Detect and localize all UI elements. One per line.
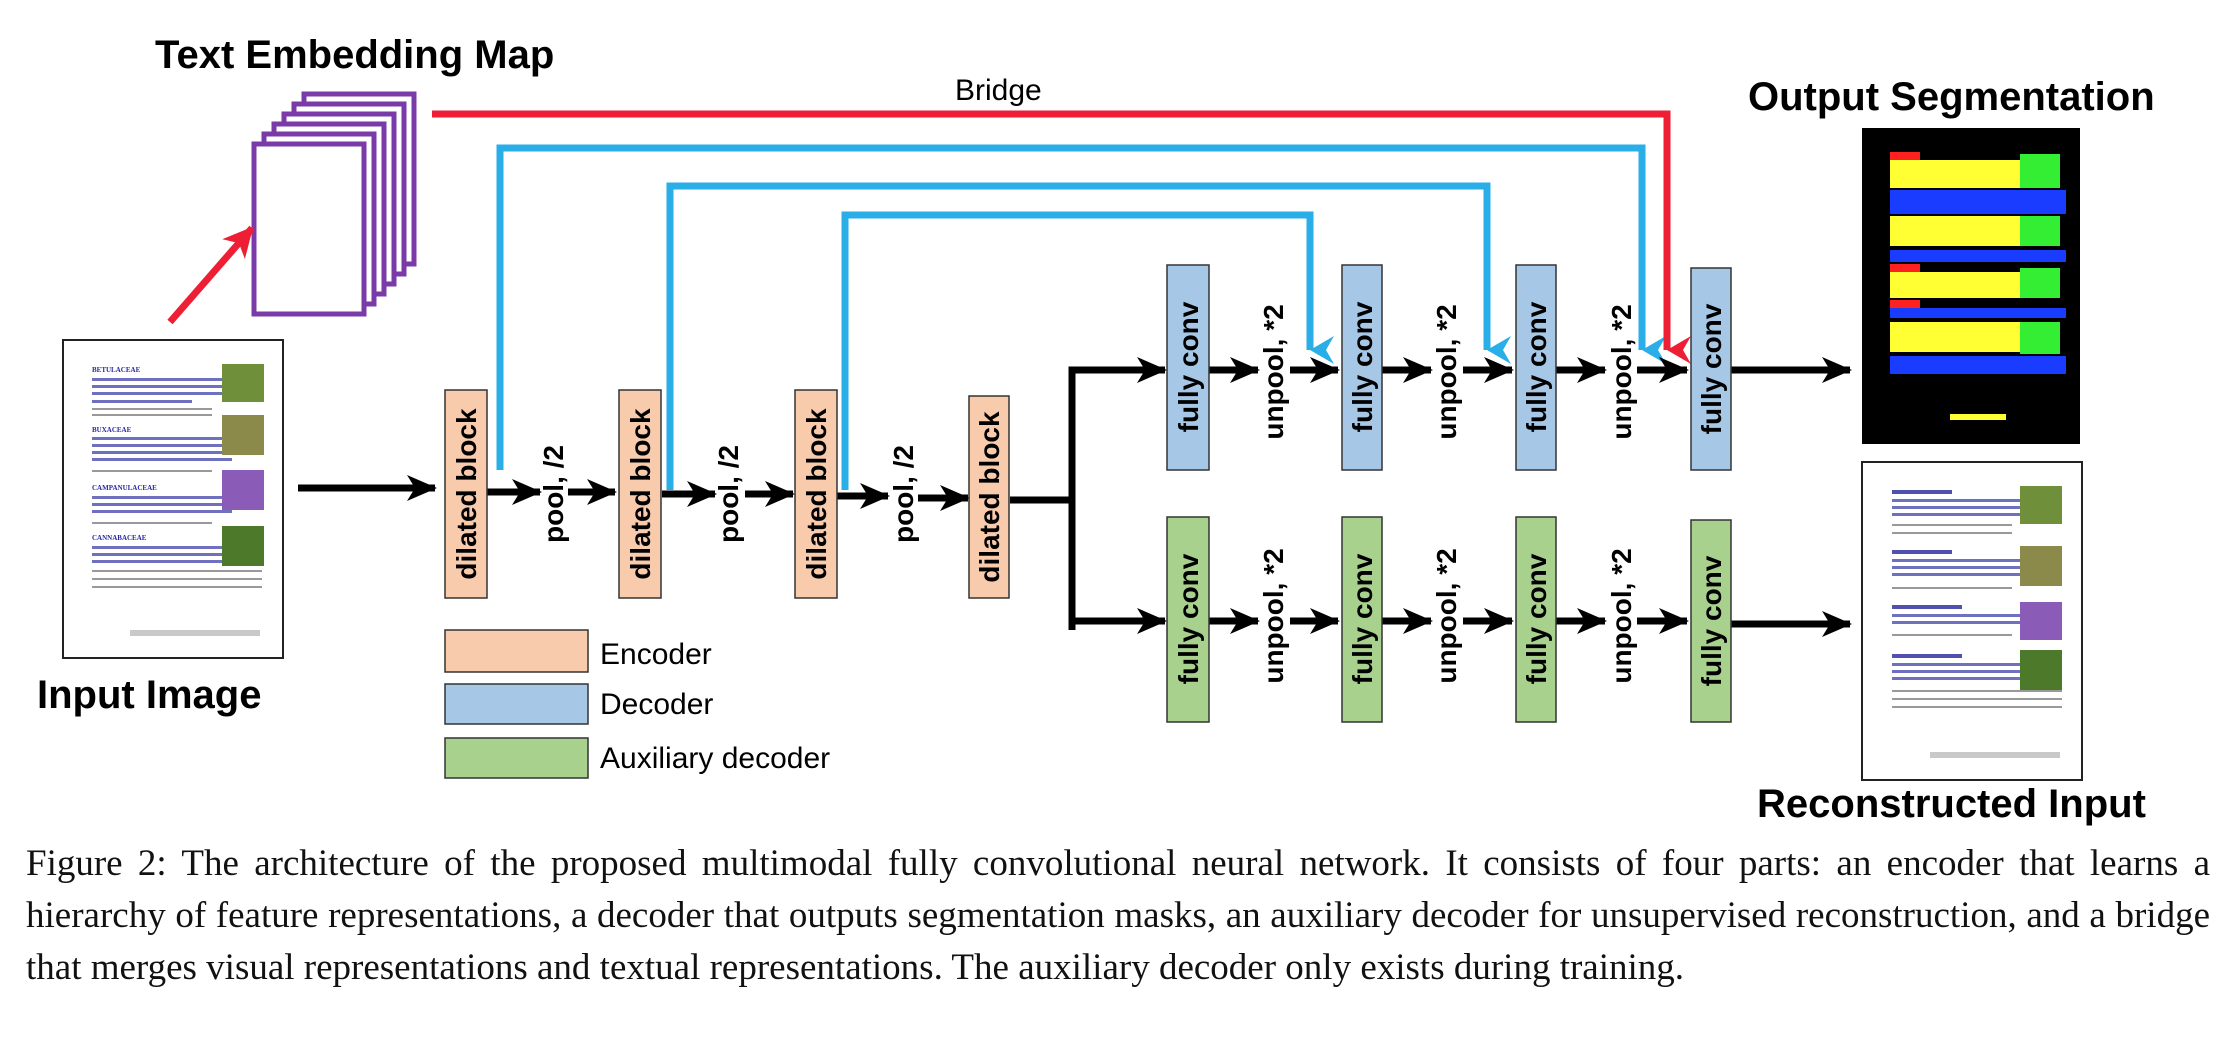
- aux-decoder-block-3: fully conv: [1515, 516, 1557, 723]
- svg-text:BUXACEAE: BUXACEAE: [92, 426, 132, 434]
- legend-item-decoder: Decoder: [444, 683, 713, 725]
- pool-label-1: pool, /2: [538, 445, 569, 543]
- aux-decoder-block-4: fully conv: [1690, 519, 1732, 723]
- bridge-label: Bridge: [955, 74, 1042, 107]
- svg-text:pool, /2: pool, /2: [538, 445, 569, 543]
- embedding-arrow: [167, 225, 255, 325]
- svg-text:fully conv: fully conv: [1521, 553, 1552, 684]
- svg-text:unpool, *2: unpool, *2: [1258, 304, 1289, 439]
- svg-text:Encoder: Encoder: [600, 638, 712, 671]
- text-embedding-stack: [251, 91, 417, 317]
- svg-text:unpool, *2: unpool, *2: [1431, 304, 1462, 439]
- encoder-block-3-label: dilated block: [801, 408, 832, 580]
- aux-unpool-label-1: unpool, *2: [1258, 548, 1289, 683]
- architecture-figure: Text Embedding Map Bridge Output Segment…: [37, 33, 2155, 826]
- pool-label-3: pool, /2: [888, 445, 919, 543]
- legend-item-auxiliary-decoder: Auxiliary decoder: [444, 737, 830, 779]
- svg-text:BETULACEAE: BETULACEAE: [92, 366, 141, 374]
- pool-label-2: pool, /2: [713, 445, 744, 543]
- legend-item-encoder: Encoder: [444, 629, 712, 673]
- decoder-block-1: fully conv: [1166, 264, 1210, 471]
- svg-text:fully conv: fully conv: [1521, 301, 1552, 432]
- encoder-block-1-label: dilated block: [451, 408, 482, 580]
- decoder-block-2: fully conv: [1341, 264, 1383, 471]
- svg-text:fully conv: fully conv: [1696, 303, 1727, 434]
- encoder-block-4-label: dilated block: [974, 411, 1005, 583]
- encoder-block-2: dilated block: [618, 389, 662, 599]
- legend: Encoder Decoder Auxiliary decoder: [444, 629, 830, 779]
- svg-text:CAMPANULACEAE: CAMPANULACEAE: [92, 484, 157, 492]
- decoder-block-3: fully conv: [1515, 264, 1557, 471]
- aux-decoder-block-1: fully conv: [1166, 516, 1210, 723]
- encoder-block-1: dilated block: [444, 389, 488, 599]
- input-image-label: Input Image: [37, 673, 261, 717]
- svg-text:unpool, *2: unpool, *2: [1431, 548, 1462, 683]
- decoder-block-4: fully conv: [1690, 267, 1732, 471]
- svg-text:Auxiliary decoder: Auxiliary decoder: [600, 742, 830, 775]
- reconstructed-input-label: Reconstructed Input: [1757, 782, 2146, 826]
- skip-connection-1: [496, 144, 1666, 470]
- svg-text:fully conv: fully conv: [1347, 553, 1378, 684]
- reconstructed-input-thumbnail: [1861, 461, 2083, 781]
- unpool-label-1: unpool, *2: [1258, 304, 1289, 439]
- encoder-block-3: dilated block: [794, 389, 838, 599]
- svg-text:unpool, *2: unpool, *2: [1606, 548, 1637, 683]
- aux-unpool-label-2: unpool, *2: [1431, 548, 1462, 683]
- skip-connection-3: [841, 211, 1334, 490]
- svg-text:fully conv: fully conv: [1347, 301, 1378, 432]
- svg-text:Decoder: Decoder: [600, 688, 713, 721]
- aux-decoder-block-2: fully conv: [1341, 516, 1383, 723]
- skip-connection-2: [666, 182, 1511, 490]
- figure-caption: Figure 2: The architecture of the propos…: [26, 843, 2210, 988]
- encoder-block-4: dilated block: [968, 395, 1010, 599]
- svg-text:pool, /2: pool, /2: [888, 445, 919, 543]
- svg-text:CANNABACEAE: CANNABACEAE: [92, 534, 147, 542]
- output-segmentation-label: Output Segmentation: [1748, 75, 2155, 119]
- svg-text:unpool, *2: unpool, *2: [1606, 304, 1637, 439]
- encoder-block-2-label: dilated block: [625, 408, 656, 580]
- text-embedding-map-label: Text Embedding Map: [155, 33, 554, 77]
- bridge-connection: [432, 110, 1691, 364]
- flow-arrows: [298, 357, 1852, 637]
- svg-text:fully conv: fully conv: [1173, 553, 1204, 684]
- unpool-label-3: unpool, *2: [1606, 304, 1637, 439]
- output-segmentation-mask: [1862, 128, 2080, 444]
- svg-text:unpool, *2: unpool, *2: [1258, 548, 1289, 683]
- svg-text:fully conv: fully conv: [1173, 301, 1204, 432]
- svg-text:fully conv: fully conv: [1696, 555, 1727, 686]
- skip-connections: [496, 144, 1666, 490]
- aux-unpool-label-3: unpool, *2: [1606, 548, 1637, 683]
- input-image-thumbnail: BETULACEAE BUXACEAE CAMPANULACEAE CANNAB…: [62, 339, 284, 659]
- unpool-label-2: unpool, *2: [1431, 304, 1462, 439]
- svg-text:pool, /2: pool, /2: [713, 445, 744, 543]
